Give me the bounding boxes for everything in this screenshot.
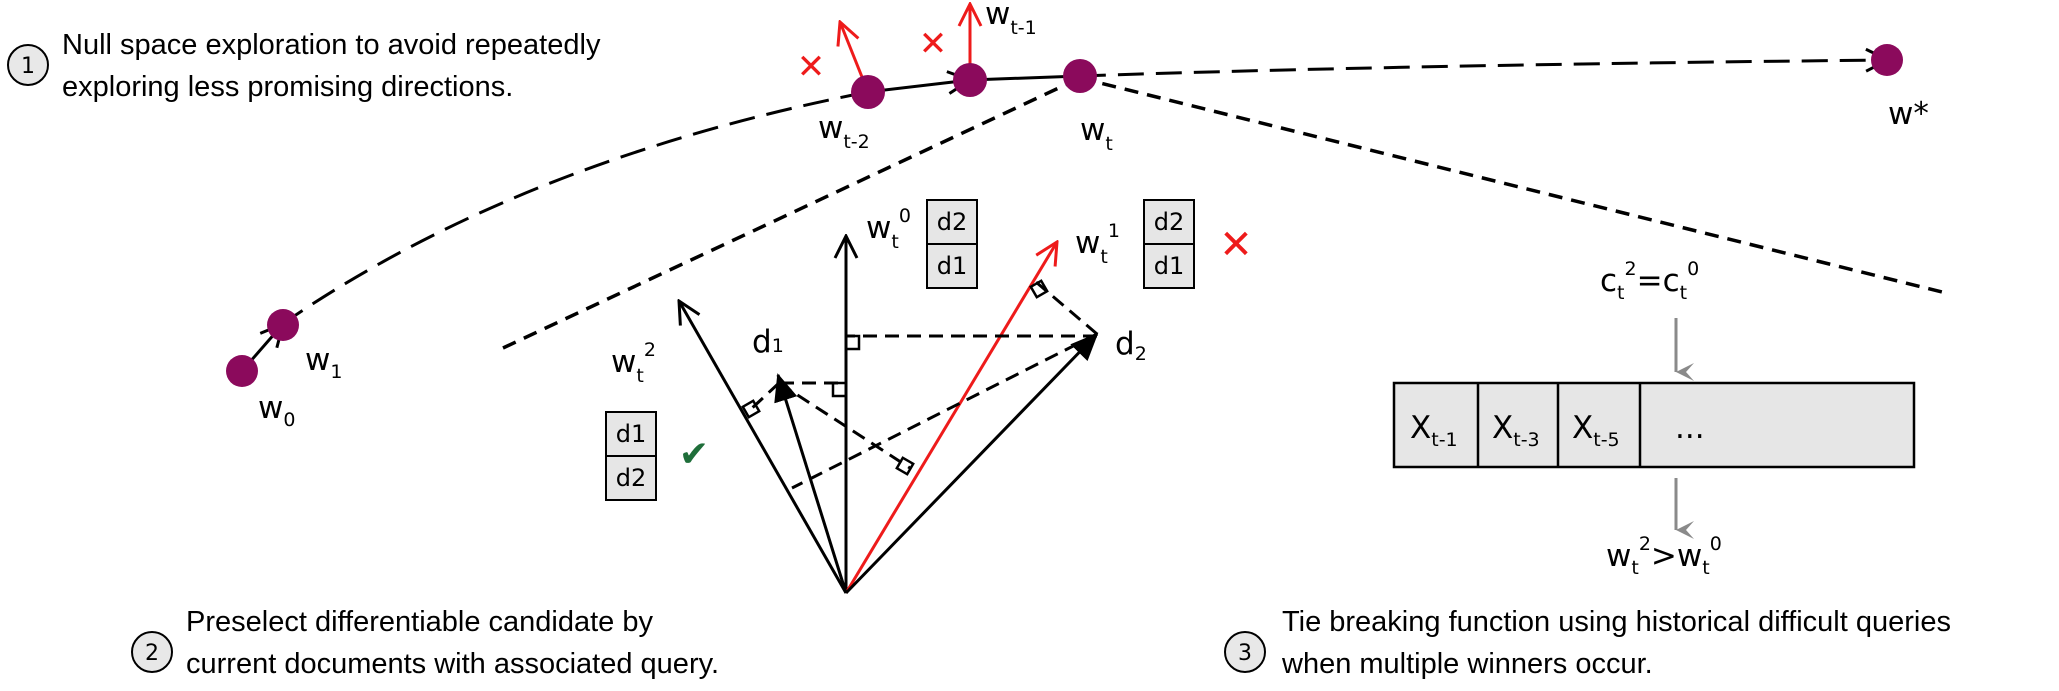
queue-item: Xt-3 xyxy=(1492,410,1540,451)
ranking-entry: d1 xyxy=(937,252,968,280)
point-w0 xyxy=(226,355,258,387)
vector-d2 xyxy=(844,332,1099,595)
right-angle-marker xyxy=(831,381,848,398)
point-w1 xyxy=(267,309,299,341)
projection-d1-on-wt1 xyxy=(778,381,911,470)
ranking-entry: d1 xyxy=(1154,252,1185,280)
label-d2: d2 xyxy=(1115,326,1147,365)
step-1-number: 1 xyxy=(21,54,35,79)
step-1-circle xyxy=(7,44,49,86)
point-wt1 xyxy=(953,63,987,97)
label-wstar: w* xyxy=(1888,96,1929,132)
ranking-entry: d2 xyxy=(616,464,647,492)
tie-equation: ct2=ct0 xyxy=(1600,258,1699,304)
vector-d1 xyxy=(774,373,848,594)
label-w0: w0 xyxy=(258,390,295,431)
right-angle-marker xyxy=(1029,279,1049,299)
step-wt1-to-wt xyxy=(969,74,1081,82)
label-wt: wt xyxy=(1080,112,1113,155)
step-1-caption: 1 Null space exploration to avoid repeat… xyxy=(7,29,601,103)
ranking-entry: d2 xyxy=(937,208,968,236)
point-wt xyxy=(1063,59,1097,93)
step-2-circle xyxy=(131,631,173,673)
step-wt2-to-wt1 xyxy=(867,80,970,92)
step-2-line-1: Preselect differentiable candidate by xyxy=(186,606,653,638)
label-candidate-wt0: wt0 xyxy=(866,205,911,253)
right-angle-marker xyxy=(844,334,861,351)
label-candidate-wt1: wt1 xyxy=(1075,220,1120,268)
vector-wt1 xyxy=(844,242,1057,594)
null-space-boundary-left xyxy=(502,76,1081,350)
ranking-box-wt2: d1 d2 xyxy=(605,411,657,501)
ranking-entry: d1 xyxy=(616,420,647,448)
queue-item: Xt-5 xyxy=(1572,410,1620,451)
step-2-line-2: current documents with associated query. xyxy=(186,648,719,680)
step-3-line-1: Tie breaking function using historical d… xyxy=(1282,606,1951,638)
step-1-line-1: Null space exploration to avoid repeated… xyxy=(62,29,601,61)
step-2-number: 2 xyxy=(145,641,159,666)
right-angle-marker xyxy=(895,456,915,476)
label-wt2: wt-2 xyxy=(818,110,870,153)
null-space-boundary-right xyxy=(1079,76,1947,295)
trajectory-w1-to-wt2 xyxy=(280,90,869,327)
candidate-vectors xyxy=(679,236,1099,595)
reject-mark-wt2: ✕ xyxy=(797,47,826,87)
right-angle-marker xyxy=(741,399,761,419)
label-candidate-wt2: wt2 xyxy=(611,339,656,387)
vector-wt2 xyxy=(679,301,848,594)
step-3-number: 3 xyxy=(1238,641,1252,666)
step-3-caption: 3 Tie breaking function using historical… xyxy=(1224,606,1951,680)
reject-mark-wt1-candidate: ✕ xyxy=(1219,222,1253,268)
step-3-circle xyxy=(1224,631,1266,673)
point-wstar xyxy=(1871,44,1903,76)
projection-d1-on-wt2 xyxy=(748,381,781,412)
ranking-entry: d2 xyxy=(1154,208,1185,236)
label-wt1: wt-1 xyxy=(985,0,1037,39)
reject-mark-wt1: ✕ xyxy=(919,24,948,64)
ranking-box-wt0: d2 d1 xyxy=(926,199,978,289)
tie-result: wt2>wt0 xyxy=(1606,533,1722,579)
ranking-box-wt1: d2 d1 xyxy=(1143,199,1195,289)
projection-d2-on-wt2 xyxy=(791,332,1098,490)
trajectory-wt-to-wstar xyxy=(1079,60,1888,78)
label-d1: dd11 xyxy=(752,324,784,360)
label-w1: w1 xyxy=(305,342,342,383)
point-wt2 xyxy=(851,75,885,109)
difficult-query-queue: Xt-1 Xt-3 Xt-5 ... xyxy=(1392,381,1916,469)
queue-more: ... xyxy=(1675,410,1705,446)
accept-mark-wt2-candidate: ✔ xyxy=(679,434,709,475)
step-2-caption: 2 Preselect differentiable candidate by … xyxy=(131,606,719,680)
step-1-line-2: exploring less promising directions. xyxy=(62,71,513,103)
queue-item: Xt-1 xyxy=(1410,410,1458,451)
step-3-line-2: when multiple winners occur. xyxy=(1281,648,1653,680)
